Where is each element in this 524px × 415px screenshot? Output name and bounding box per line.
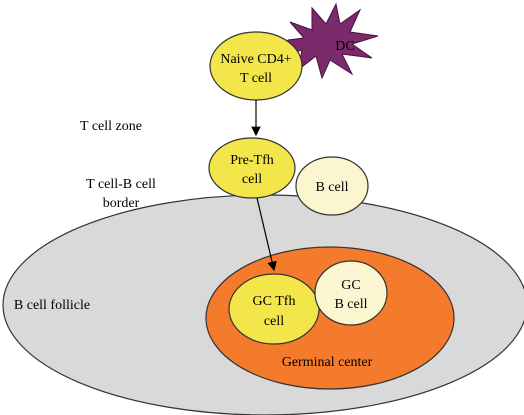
border-label-line1: T cell-B cell bbox=[86, 177, 156, 192]
b-cell-label: B cell bbox=[315, 180, 348, 195]
gc-tfh-cell bbox=[228, 273, 320, 345]
naive-cell-label-line2: T cell bbox=[240, 71, 272, 86]
arrow-pretfh-to-gctfh bbox=[256, 197, 277, 272]
follicle-label: B cell follicle bbox=[14, 298, 90, 313]
border-label-line2: border bbox=[103, 196, 140, 211]
naive-cell-label-line1: Naive CD4+ bbox=[220, 52, 291, 67]
b-cell bbox=[295, 156, 369, 216]
germinal-center-label: Germinal center bbox=[282, 355, 373, 370]
pretfh-label-line1: Pre-Tfh bbox=[230, 153, 274, 168]
pretfh-label-line2: cell bbox=[242, 172, 262, 187]
pre-tfh-cell bbox=[208, 137, 296, 199]
gcb-label-line1: GC bbox=[341, 278, 360, 293]
t-cell-zone-label: T cell zone bbox=[80, 119, 142, 134]
dc-label: DC bbox=[335, 39, 354, 54]
gcb-label-line2: B cell bbox=[334, 297, 367, 312]
gc-b-cell bbox=[314, 260, 388, 326]
gctfh-label-line1: GC Tfh bbox=[253, 294, 296, 309]
gctfh-label-line2: cell bbox=[264, 314, 284, 329]
